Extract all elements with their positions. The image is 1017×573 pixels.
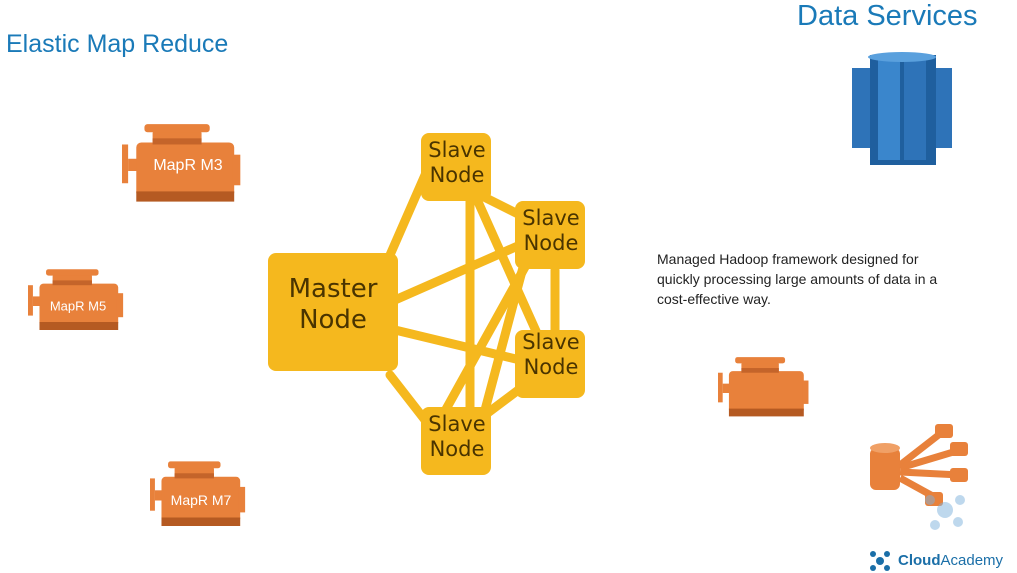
slave-node-label: Slave Node — [522, 330, 580, 380]
engine-label: MapR M5 — [49, 298, 107, 314]
slave-node — [421, 407, 491, 475]
master-node-label: Master Node — [288, 274, 378, 336]
page-title-right: Data Services — [797, 0, 978, 32]
engine-icon — [718, 357, 809, 417]
database-icon — [852, 52, 952, 165]
page-title-left: Elastic Map Reduce — [6, 30, 229, 58]
emr-cluster-icon — [870, 424, 968, 506]
brand-logo: CloudAcademy — [894, 549, 1003, 571]
slave-node — [515, 201, 585, 269]
slave-node-label: Slave Node — [428, 412, 486, 462]
engine-label: MapR M3 — [153, 157, 223, 174]
cloudacademy-logo-icon — [870, 551, 890, 571]
slave-node — [515, 330, 585, 398]
slave-node — [421, 133, 491, 201]
brand-name: CloudAcademy — [898, 551, 1004, 569]
description-text: Managed Hadoop framework designed for qu… — [657, 251, 938, 307]
slave-node-label: Slave Node — [522, 206, 580, 256]
engine-label: MapR M7 — [170, 492, 232, 508]
master-node — [268, 253, 398, 371]
slave-node-label: Slave Node — [428, 138, 486, 188]
watermark-logo-icon — [925, 495, 965, 530]
